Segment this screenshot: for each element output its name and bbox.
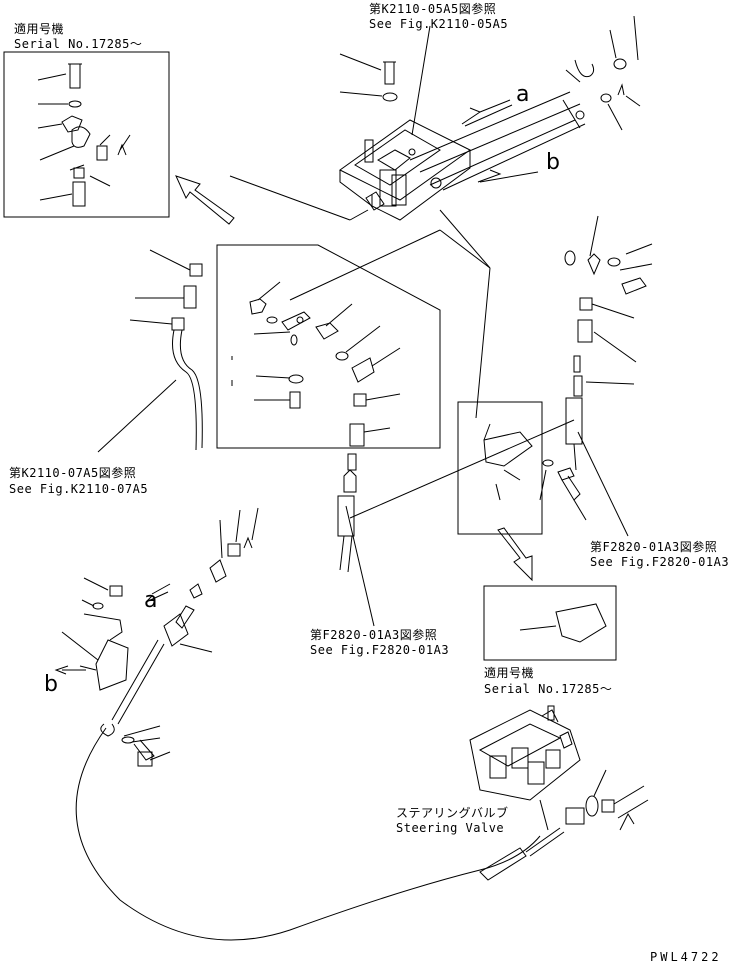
serial-bottom-right-en: Serial No.17285〜 — [484, 682, 613, 696]
left-rod — [98, 250, 202, 452]
bracket-parts — [350, 420, 586, 520]
steering-valve-body — [470, 706, 580, 830]
serial-top-left-en: Serial No.17285〜 — [14, 37, 143, 51]
detail-parts — [232, 282, 400, 446]
long-cable — [76, 728, 540, 940]
ref-f2820-center-en: See Fig.F2820-01A3 — [310, 643, 450, 657]
steering-valve-en: Steering Valve — [396, 821, 505, 835]
drawing-code: PWL4722 — [650, 950, 722, 964]
lever-assembly — [340, 26, 470, 220]
bracket-inset — [556, 604, 606, 642]
letter-b-bottom: b — [44, 672, 58, 697]
ref-k2110-07a5-jp: 第K2110-07A5図参照 — [9, 466, 137, 480]
detail-region — [217, 245, 440, 448]
shaft-lines — [410, 16, 640, 190]
center-cable — [338, 454, 374, 626]
inset-arrow-down — [498, 528, 532, 580]
ref-f2820-right-en: See Fig.F2820-01A3 — [590, 555, 730, 569]
inset-arrow — [176, 176, 234, 224]
letter-a-top: a — [516, 82, 530, 107]
letter-a-bottom: a — [144, 588, 158, 613]
ref-f2820-center-jp: 第F2820-01A3図参照 — [310, 628, 438, 642]
letter-b-top: b — [546, 150, 560, 175]
serial-bottom-right-jp: 適用号機 — [484, 666, 535, 680]
inset-parts-top-left — [38, 64, 130, 206]
ref-k2110-05a5-en: See Fig.K2110-05A5 — [369, 17, 509, 31]
ref-k2110-07a5-en: See Fig.K2110-07A5 — [9, 482, 149, 496]
inset-box-serial-top-left — [4, 52, 169, 217]
cable-end — [480, 848, 526, 880]
right-cable — [565, 216, 652, 536]
ref-f2820-right-jp: 第F2820-01A3図参照 — [590, 540, 718, 554]
inset-box-serial-bottom-right — [484, 586, 616, 660]
lower-left-cable — [56, 508, 258, 766]
ref-k2110-05a5-jp: 第K2110-05A5図参照 — [369, 2, 497, 16]
steering-valve-jp: ステアリングバルブ — [396, 806, 509, 820]
serial-top-left-jp: 適用号機 — [14, 22, 65, 36]
bracket-box — [458, 402, 542, 534]
